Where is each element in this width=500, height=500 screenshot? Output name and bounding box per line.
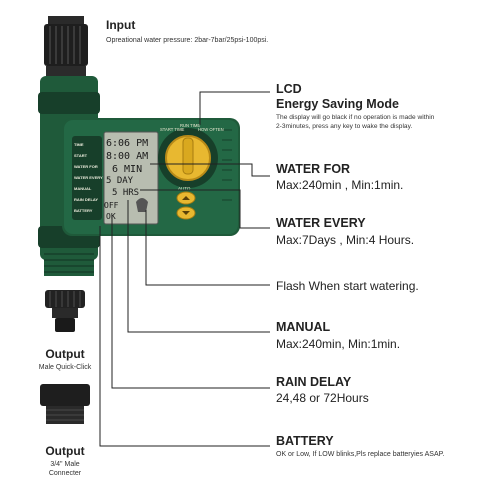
lcd-time: 6:06 PM [106, 138, 148, 149]
lcd-screen: 6:06 PM 8:00 AM 6 MIN 5 DAY 5 HRS OFF OK [103, 131, 159, 225]
leader-water-for [150, 163, 270, 177]
input-desc: Opreational water pressure: 2bar-7bar/25… [106, 37, 269, 44]
btn-label-time: TIME [74, 142, 84, 147]
manual-title: MANUAL [276, 320, 331, 334]
battery-desc: OK or Low, If LOW blinks,Pls replace bat… [276, 451, 445, 458]
input-title: Input [106, 18, 136, 32]
dial-label-run-time: RUN TIME [180, 123, 200, 128]
water-for-title: WATER FOR [276, 162, 351, 176]
btn-label-start: START [74, 153, 88, 158]
flash-title: Flash When start watering. [276, 279, 419, 293]
btn-label-water-for: WATER FOR [74, 164, 98, 169]
leader-lcd [199, 91, 270, 125]
male-connector-icon [40, 384, 90, 424]
lcd-start: 8:00 AM [106, 151, 148, 162]
input-connector-icon [44, 16, 88, 76]
output2-desc-line1: 3/4" Male [50, 461, 80, 468]
flash-water-icon [136, 198, 148, 212]
lcd-ok: OK [106, 212, 116, 221]
leader-manual [127, 200, 270, 333]
output1-title: Output [45, 347, 85, 361]
up-down-buttons [176, 191, 196, 220]
lcd-title: LCD [276, 82, 302, 96]
lcd-day: 5 DAY [106, 176, 134, 186]
leader-lines [99, 91, 270, 447]
rain-delay-value: 24,48 or 72Hours [276, 391, 369, 405]
lcd-min: 6 MIN [112, 164, 142, 175]
btn-label-water-every: WATER EVERY [74, 175, 103, 180]
lcd-desc-line1: The display will go black if no operatio… [276, 114, 435, 121]
water-every-value: Max:7Days , Min:4 Hours. [276, 233, 415, 247]
quick-click-connector-icon [45, 290, 85, 332]
lcd-subtitle: Energy Saving Mode [276, 97, 399, 111]
leader-water-every [140, 189, 270, 229]
water-for-value: Max:240min , Min:1min. [276, 178, 404, 192]
bottom-thread-icon [44, 248, 94, 276]
output2-desc-line2: Connecter [48, 470, 82, 477]
rain-delay-title: RAIN DELAY [276, 375, 352, 389]
btn-label-rain-delay: RAIN DELAY [74, 197, 98, 202]
btn-label-manual: MANUAL [74, 186, 92, 191]
leader-flash [145, 210, 270, 286]
output2-title: Output [45, 444, 85, 458]
dial-label-how-often: HOW OFTEN [198, 127, 224, 132]
program-dial: START TIME RUN TIME HOW OFTEN AUTO [158, 123, 224, 191]
manual-value: Max:240min, Min:1min. [276, 337, 401, 351]
btn-label-battery: BATTERY [74, 208, 93, 213]
lcd-hrs: 5 HRS [112, 188, 139, 198]
dial-label-start-time: START TIME [160, 127, 185, 132]
lcd-off: OFF [104, 201, 119, 210]
output1-desc: Male Quick-Click [38, 364, 92, 371]
leader-rain-delay [111, 215, 270, 389]
dial-label-auto: AUTO [178, 186, 191, 191]
battery-title: BATTERY [276, 434, 334, 448]
lcd-desc-line2: 2-3minutes, press any key to wake the di… [276, 123, 413, 130]
leader-battery [99, 226, 270, 447]
water-every-title: WATER EVERY [276, 216, 366, 230]
function-button-column: TIME START WATER FOR WATER EVERY MANUAL … [72, 136, 103, 220]
